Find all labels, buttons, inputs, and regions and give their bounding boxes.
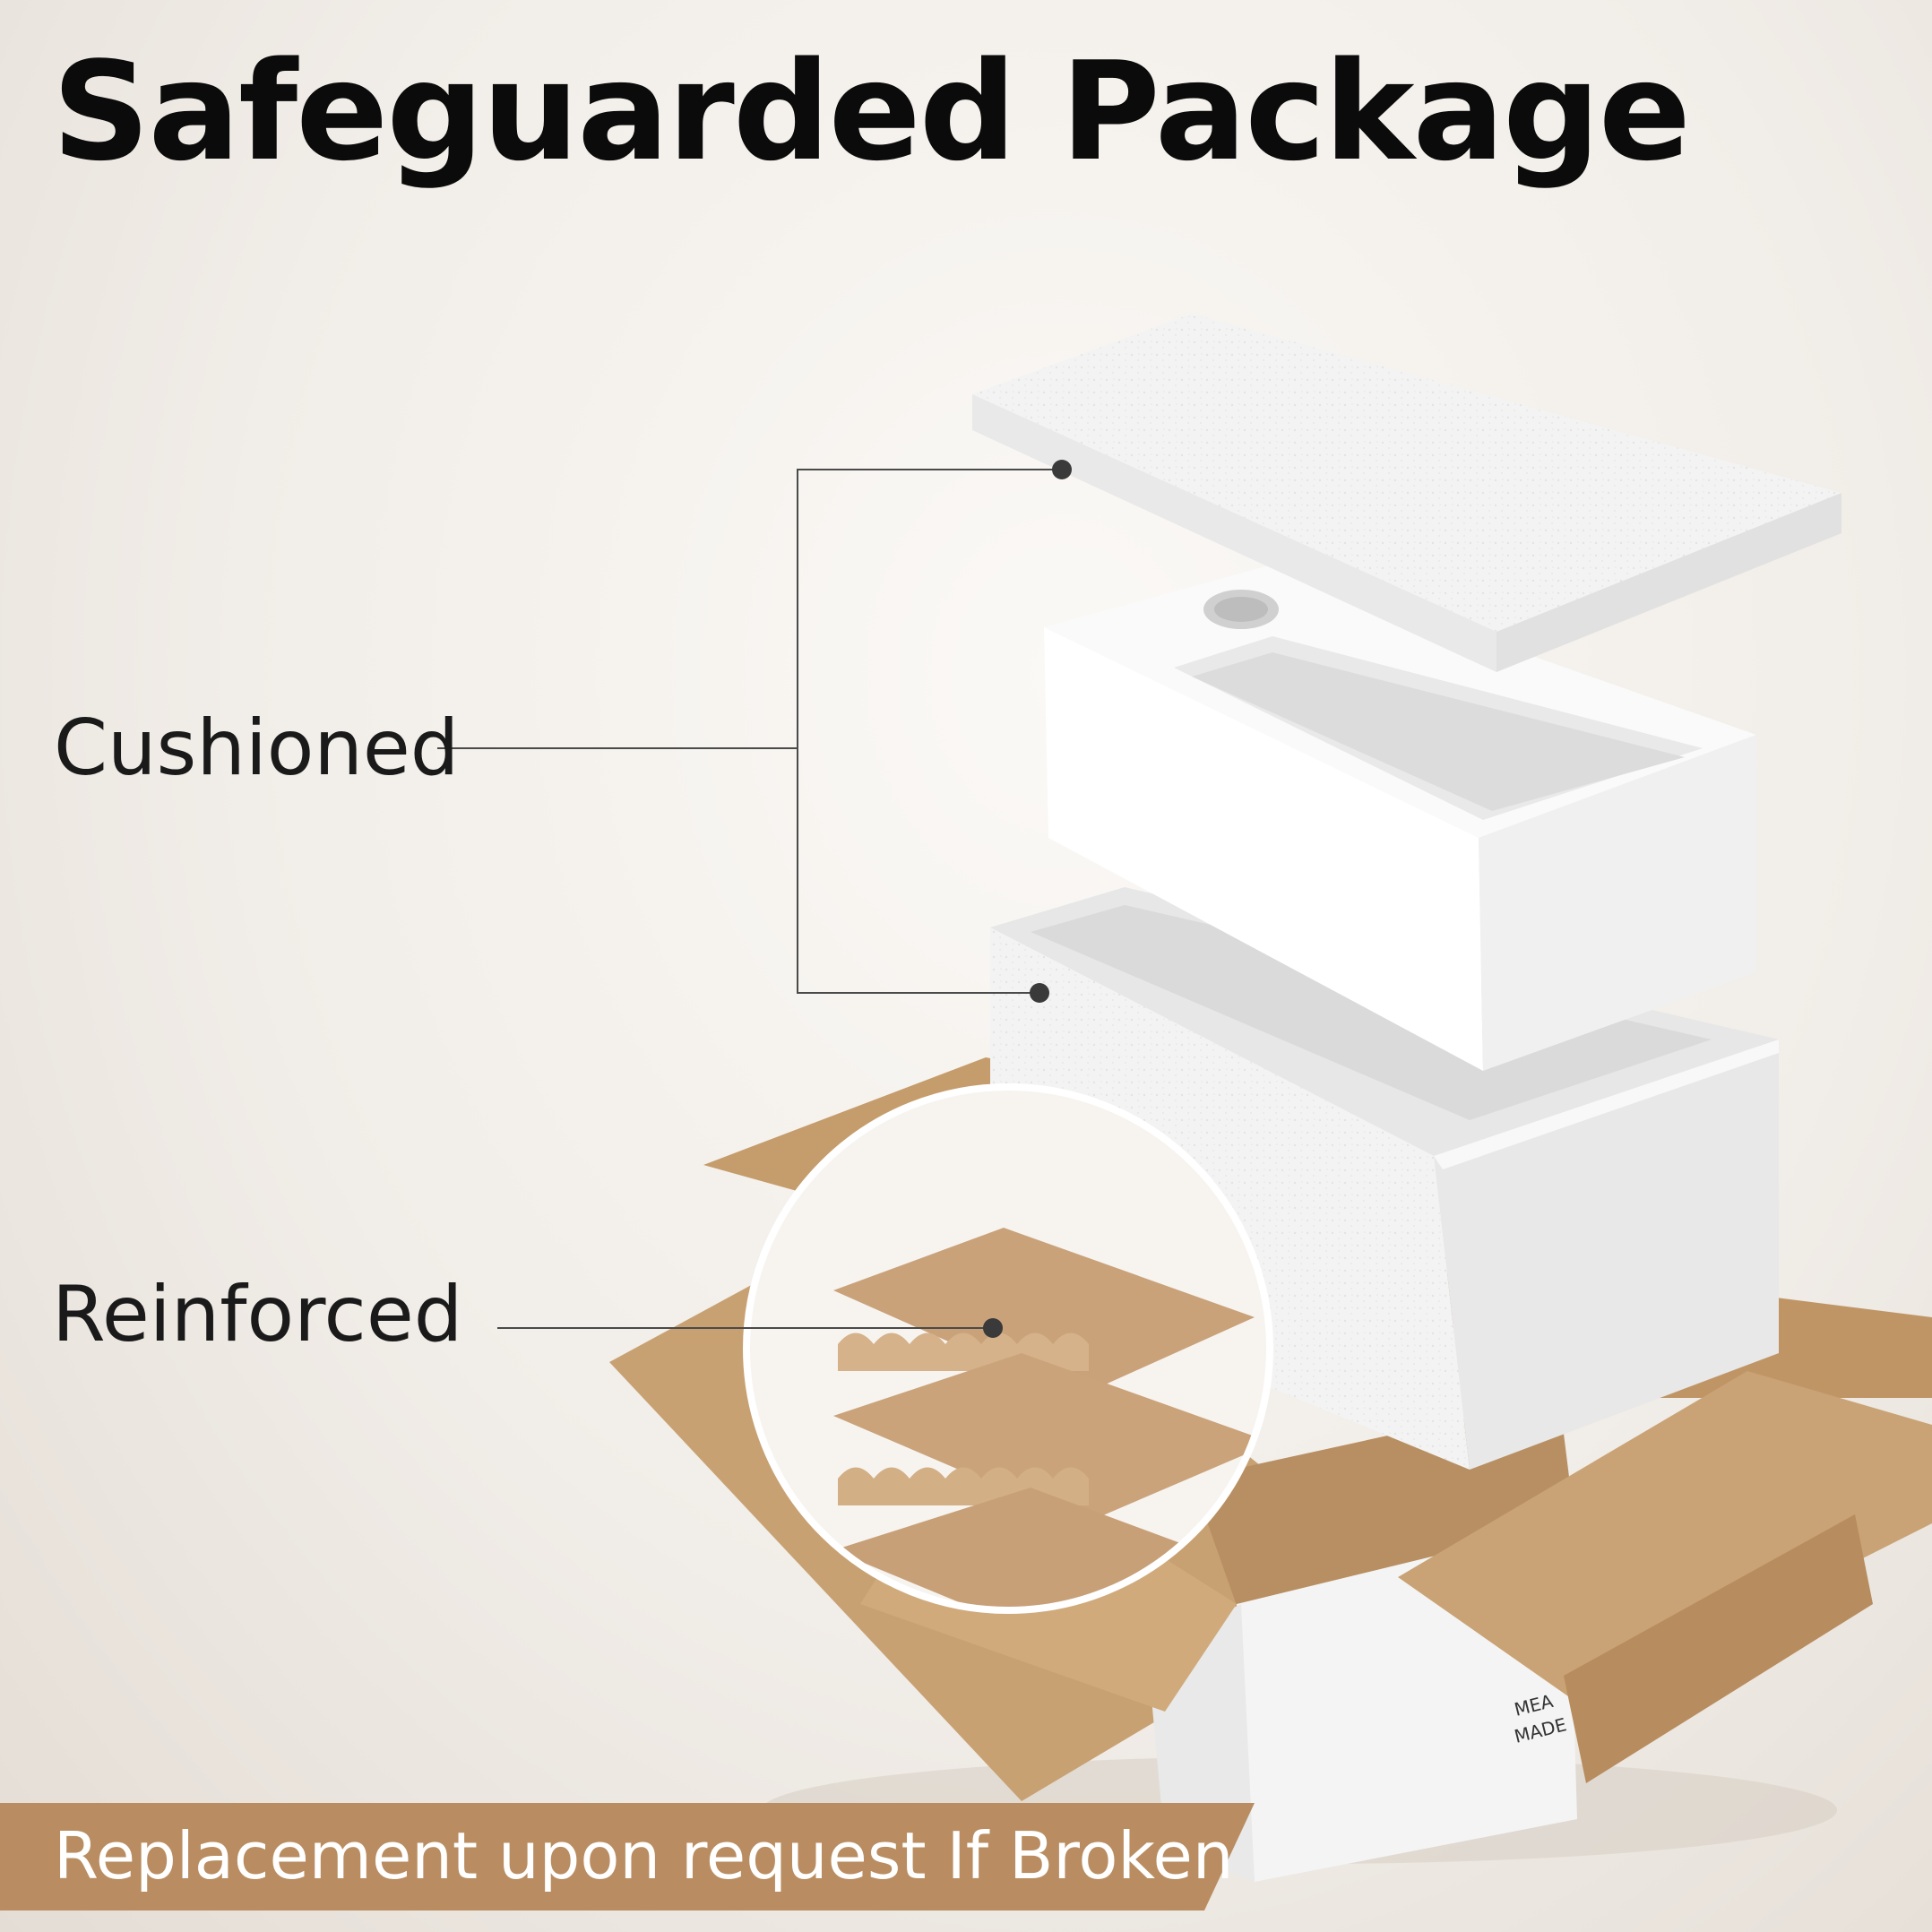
sink-basin <box>1044 565 1756 1071</box>
cushioned-label: Cushioned <box>54 703 460 793</box>
dot-marker-icon <box>1030 983 1049 1003</box>
cushioned-callout <box>437 460 1072 1003</box>
foam-base <box>990 887 1779 1470</box>
reinforced-callout <box>497 1318 1003 1338</box>
magnifier-corrugated-detail <box>743 1083 1273 1614</box>
page-title: Safeguarded Package <box>52 32 1691 191</box>
dot-marker-icon <box>1052 460 1072 479</box>
reinforced-label: Reinforced <box>52 1270 463 1359</box>
banner-text: Replacement upon request If Broken <box>54 1818 1234 1893</box>
dot-marker-icon <box>983 1318 1003 1338</box>
bottom-banner <box>0 1803 1255 1910</box>
foam-lid <box>972 314 1841 672</box>
